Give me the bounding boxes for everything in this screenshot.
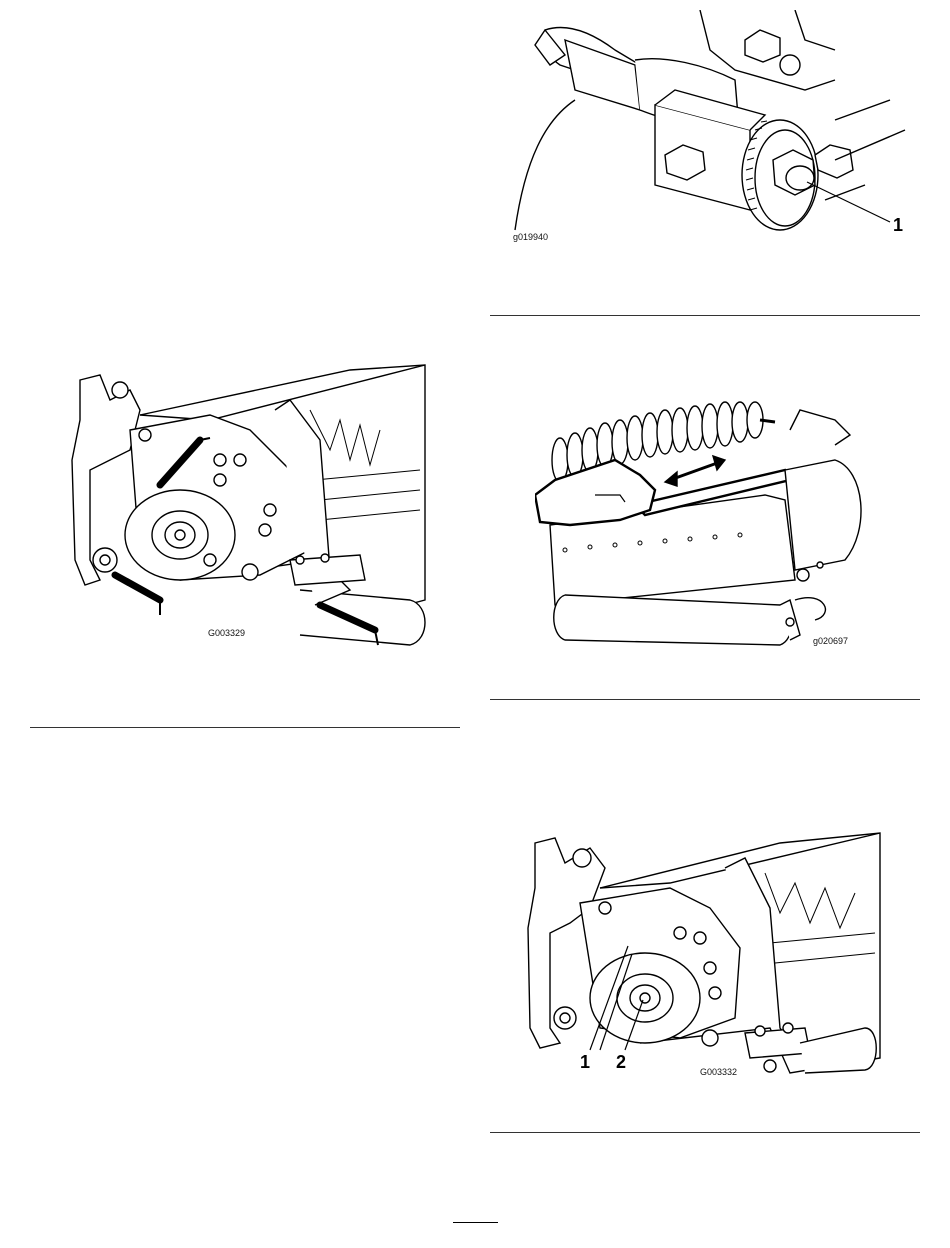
figure-bearing: G003332 1 2 [520,828,890,1078]
divider [30,727,460,728]
figure-paper-test: g020697 [535,400,875,655]
figure-adjuster-knob: g019940 1 [505,10,920,235]
page-number-line [453,1222,498,1223]
figure-springs: G003329 [60,360,440,660]
divider [490,699,920,700]
reel-bearing-illustration [520,828,890,1078]
figure-code: g020697 [813,636,848,646]
callout-1: 1 [580,1052,590,1073]
figure-code: G003329 [208,628,245,638]
reel-paper-test-illustration [535,400,875,655]
figure-code: g019940 [513,232,548,242]
divider [490,315,920,316]
divider [490,1132,920,1133]
figure-code: G003332 [700,1067,737,1077]
adjuster-knob-illustration [505,10,920,235]
cutting-unit-springs-illustration [60,360,440,660]
callout-1: 1 [893,215,903,236]
callout-2: 2 [616,1052,626,1073]
